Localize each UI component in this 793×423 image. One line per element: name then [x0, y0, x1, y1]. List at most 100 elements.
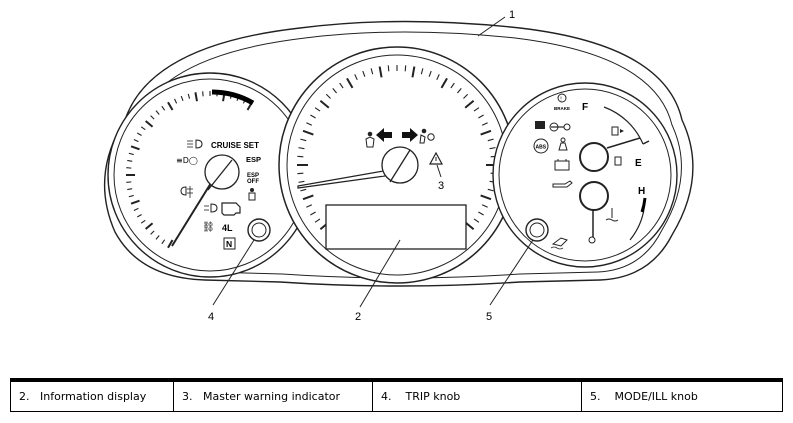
- dial-tick: [167, 239, 174, 249]
- slip-indicator-icon: [550, 237, 568, 250]
- dial-tick: [346, 77, 354, 89]
- check-engine-icon: [221, 202, 241, 216]
- dial-tick: [473, 218, 480, 223]
- dial-tick: [140, 126, 146, 131]
- dial-tick: [300, 138, 307, 142]
- callout-4: 4: [208, 239, 255, 323]
- dial-tick: [354, 74, 358, 81]
- cluster-housing-outer: [103, 20, 694, 287]
- legend-text: Information display: [40, 390, 147, 403]
- dial-tick: [127, 159, 133, 162]
- svg-text:2: 2: [355, 311, 361, 323]
- airbag-indicator-icon: [419, 128, 435, 144]
- dial-tick: [489, 147, 496, 150]
- neutral-indicator-box: [223, 237, 236, 250]
- svg-text:≡D◯: ≡D◯: [176, 156, 198, 165]
- dial-tick: [463, 93, 469, 99]
- battery-charge-icon: [554, 159, 570, 171]
- mode-ill-knob[interactable]: [525, 218, 549, 242]
- dial-tick: [450, 82, 455, 89]
- dial-tick: [145, 120, 154, 128]
- door-open-icon: [535, 121, 545, 129]
- dial-tick: [136, 214, 142, 218]
- dial-tick: [487, 188, 494, 192]
- immobilizer-key-icon: [549, 122, 571, 132]
- neutral-indicator: N: [226, 239, 232, 249]
- dial-tick: [339, 82, 344, 89]
- brake-warning-label: BRAKE: [554, 106, 570, 111]
- dial-tick: [167, 101, 174, 111]
- temp-gauge-pivot: [579, 181, 609, 211]
- dial-tick: [440, 77, 448, 89]
- information-display: [325, 204, 467, 250]
- oil-pressure-icon: [552, 180, 573, 188]
- tachometer-gauge: CRUISE SET ≡D◯ ESP ESP OFF ⛓ 4L: [107, 72, 313, 278]
- dial-tick: [404, 65, 407, 72]
- legend-text: Master warning indicator: [203, 390, 341, 403]
- dial-tick: [302, 194, 314, 201]
- dial-tick: [298, 180, 305, 183]
- dial-tick: [457, 88, 462, 94]
- legend-number: 4.: [381, 390, 392, 403]
- dial-tick: [145, 222, 154, 230]
- turn-signal-right-icon: [402, 128, 418, 142]
- dial-tick: [480, 194, 492, 201]
- svg-text:1: 1: [509, 9, 515, 21]
- fuel-full-label: F: [582, 102, 588, 113]
- dial-tick: [133, 207, 139, 211]
- legend-top-rule: [10, 378, 783, 381]
- dial-tick: [387, 65, 390, 72]
- dial-tick: [481, 122, 488, 126]
- passenger-seatbelt-icon: [558, 137, 568, 151]
- dial-tick: [478, 114, 484, 119]
- legend-item-3: 3. Master warning indicator: [173, 381, 373, 412]
- dial-tick: [136, 132, 142, 136]
- legend-number: 3.: [182, 390, 193, 403]
- dial-tick: [487, 138, 494, 142]
- dial-tick: [128, 152, 134, 156]
- callout-2: 2: [355, 239, 401, 323]
- dial-tick: [161, 105, 166, 111]
- dial-tick: [411, 66, 416, 78]
- master-warning-icon: [428, 151, 444, 165]
- tachometer-redline: [211, 89, 255, 106]
- dial-tick: [140, 219, 146, 224]
- dial-tick: [150, 115, 155, 120]
- temp-hot-label: H: [638, 186, 645, 197]
- callout-3: 3: [436, 164, 444, 192]
- dial-tick: [161, 239, 166, 245]
- legend-number: 2.: [19, 390, 30, 403]
- front-fog-light-icon: ≡D◯: [176, 156, 198, 165]
- dial-tick: [370, 68, 374, 75]
- svg-text:⛓: ⛓: [202, 221, 215, 233]
- dial-tick: [478, 211, 484, 216]
- headlight-low-beam-icon: [204, 203, 218, 213]
- trip-knob[interactable]: [247, 218, 271, 242]
- dial-tick: [174, 98, 178, 104]
- fuel-empty-label: E: [635, 158, 642, 169]
- rear-fog-light-icon: [180, 186, 193, 198]
- dial-tick: [306, 204, 313, 208]
- dial-tick: [133, 139, 139, 143]
- dial-tick: [187, 93, 191, 99]
- dial-tick: [297, 155, 304, 158]
- dial-tick: [310, 114, 316, 119]
- dial-tick: [314, 218, 321, 223]
- dial-tick: [480, 129, 492, 136]
- dial-tick: [298, 147, 305, 150]
- legend-item-2: 2. Information display: [10, 381, 174, 412]
- legend-text: MODE/ILL knob: [614, 390, 698, 403]
- dial-tick: [130, 199, 140, 205]
- callout-legend-table: 2. Information display 3. Master warning…: [10, 381, 783, 412]
- svg-text:3: 3: [438, 180, 444, 192]
- dial-tick: [319, 99, 330, 109]
- dial-tick: [306, 122, 313, 126]
- dial-tick: [300, 188, 307, 192]
- dial-tick: [362, 70, 366, 77]
- abs-warning-icon: [533, 138, 549, 154]
- dial-tick: [378, 66, 383, 78]
- dial-tick: [194, 92, 198, 102]
- four-low-indicator: 4L: [222, 223, 233, 233]
- esp-indicator: ESP: [246, 155, 261, 164]
- dial-tick: [325, 93, 331, 99]
